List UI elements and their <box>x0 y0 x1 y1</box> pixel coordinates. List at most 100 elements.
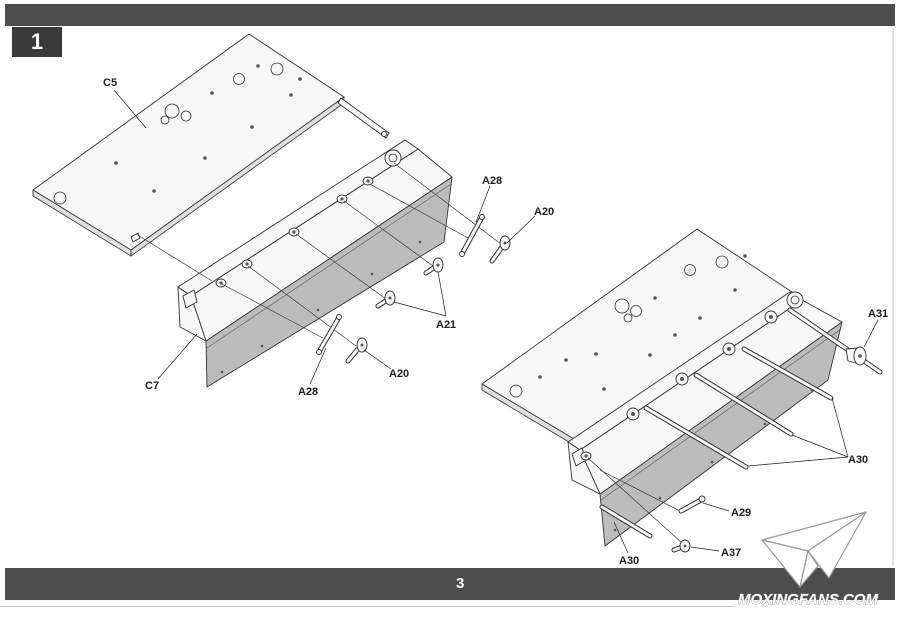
callout-c7: C7 <box>145 380 159 392</box>
leader-a21-to-upper-hub <box>437 271 447 317</box>
c7-panel-hole <box>260 344 264 348</box>
sprocket-mount-ring <box>786 291 804 309</box>
hub-center <box>388 296 392 300</box>
panel-hole <box>613 528 617 532</box>
arm-hub-center <box>503 241 507 245</box>
callout-a30-upper: A30 <box>848 454 868 466</box>
part-a31-idler-hub <box>845 346 867 366</box>
leader-a28-lower <box>309 347 327 385</box>
guide-line-a28-lower <box>221 283 324 339</box>
plate-small-hole <box>538 375 542 379</box>
shock-body <box>461 217 483 254</box>
panel-hole <box>763 422 767 426</box>
sprocket-mount-ring <box>384 149 402 167</box>
right-guide-lines <box>587 457 683 544</box>
leader-a30-bar-1 <box>831 397 849 458</box>
c5-small-hole <box>114 161 118 165</box>
suspension-mount <box>722 342 736 356</box>
c7-panel-hole <box>316 308 320 312</box>
suspension-mount <box>215 278 227 288</box>
guide-line-a21-lower <box>295 233 387 300</box>
c5-opening <box>53 191 67 205</box>
c7-panel-lip-line <box>206 183 452 349</box>
c5-rear-rail <box>337 97 390 139</box>
part-a21-hub-upper <box>423 257 444 276</box>
step-number-badge: 1 <box>12 27 62 57</box>
shock-body <box>318 317 340 352</box>
leader-c7 <box>157 333 198 380</box>
leader-c5 <box>113 89 147 129</box>
c5-small-hole <box>250 125 254 129</box>
plate-small-hole <box>673 333 677 337</box>
torsion-bar <box>643 405 749 470</box>
part-a21-hub-lower <box>375 290 396 309</box>
bar-body <box>694 373 793 436</box>
c7-panel-hole <box>370 272 374 276</box>
c5-small-hole <box>203 156 207 160</box>
panel-hole <box>710 460 714 464</box>
left-assembly: C5 C7 A28 A20 A21 A20 A28 <box>32 33 554 398</box>
plate-small-hole <box>733 288 737 292</box>
bar-body <box>742 347 833 400</box>
part-a20-arm-upper <box>489 235 511 264</box>
part-a29-rod <box>678 495 706 514</box>
leader-a29 <box>702 502 730 512</box>
c7-front-bracket <box>182 289 198 309</box>
mount-hole <box>631 412 635 416</box>
c5-hatch-ring <box>160 115 170 125</box>
hatch-ring <box>623 313 633 323</box>
torsion-bar-lower <box>599 504 653 539</box>
c5-small-hole <box>152 189 156 193</box>
plate-opening <box>509 384 523 398</box>
bar-body <box>644 406 748 469</box>
rod-knob <box>698 495 706 503</box>
watermark-text: MOXINGFANS.COM <box>738 591 879 608</box>
c5-small-hole <box>289 93 293 97</box>
callout-a20-lower: A20 <box>389 368 409 380</box>
part-a20-arm-lower <box>345 337 368 364</box>
part-a28-shock-lower <box>316 314 342 355</box>
torsion-bar <box>693 372 794 437</box>
plate-small-hole <box>698 316 702 320</box>
right-callouts: A31 A30 A29 A37 A30 <box>613 308 888 567</box>
c5-hatch-ring <box>180 110 192 122</box>
callout-a30-lower: A30 <box>619 555 639 567</box>
rod-body <box>679 498 703 513</box>
mount-hole <box>584 454 588 458</box>
callout-a28-lower: A28 <box>298 386 318 398</box>
hatch-ring <box>630 305 642 317</box>
c5-opening <box>270 62 284 76</box>
arm-body <box>490 245 504 263</box>
left-callouts: C5 C7 A28 A20 A21 A20 A28 <box>103 77 554 398</box>
mount-hole <box>219 281 223 285</box>
suspension-mount <box>241 259 253 269</box>
plate-small-hole <box>653 296 657 300</box>
callout-a37: A37 <box>721 547 741 559</box>
part-a37-fitting <box>671 539 691 553</box>
mount-hole <box>366 179 370 183</box>
bar-body <box>600 505 652 538</box>
sprocket-mount <box>786 291 804 309</box>
c5-small-hole <box>210 91 214 95</box>
left-guide-lines <box>135 162 502 347</box>
arm-hub-center <box>360 343 364 347</box>
leader-a30-bar-2 <box>791 434 849 458</box>
leader-a20-upper <box>506 215 536 244</box>
plane-keel <box>799 550 819 588</box>
hub-center <box>858 354 862 358</box>
leader-a37 <box>690 546 720 552</box>
sprocket-mount-inner <box>790 295 800 305</box>
part-c5-hull-top-plate <box>32 33 390 257</box>
plate-small-hole <box>743 254 747 258</box>
mount-hole <box>340 197 344 201</box>
hatch-ring <box>614 298 630 314</box>
guide-line-a28-upper <box>369 183 469 239</box>
c7-panel-hole <box>418 240 422 244</box>
plate-opening <box>715 255 729 269</box>
footer-rule <box>0 606 735 607</box>
suspension-mount <box>626 407 640 421</box>
callout-a21: A21 <box>436 319 456 331</box>
c5-hatch-ring <box>164 103 180 119</box>
suspension-mount <box>362 176 374 186</box>
